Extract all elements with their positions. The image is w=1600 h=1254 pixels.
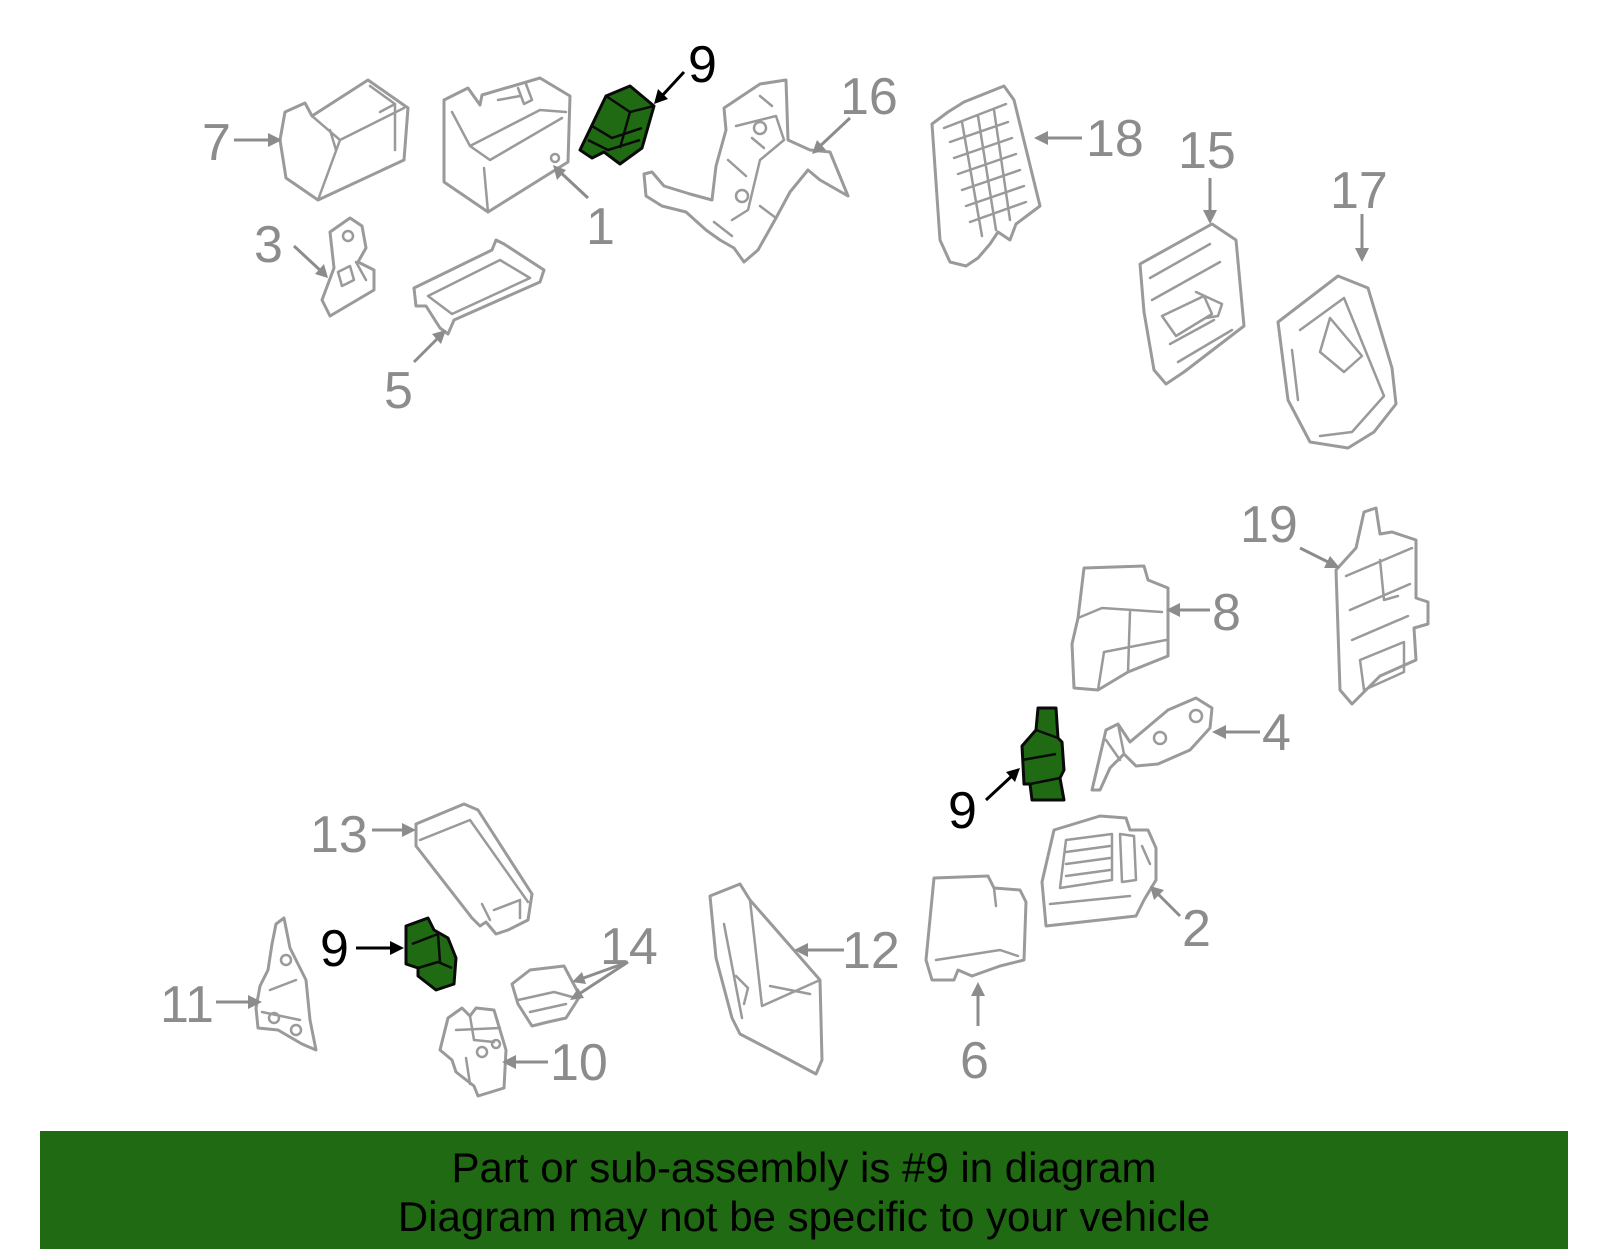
callout-13: 13 — [310, 806, 368, 864]
part-9-top — [578, 84, 656, 166]
part-8 — [1070, 564, 1170, 692]
part-13 — [414, 802, 534, 936]
callout-7: 7 — [202, 114, 231, 172]
part-9-left — [404, 916, 458, 992]
callout-14: 14 — [600, 918, 658, 976]
part-1 — [442, 76, 572, 214]
part-18 — [930, 84, 1042, 268]
banner-line-part: Part or sub-assembly is #9 in diagram — [451, 1144, 1157, 1191]
callout-3: 3 — [254, 216, 283, 274]
callout-12: 12 — [842, 922, 900, 980]
callout-4: 4 — [1262, 704, 1291, 762]
part-2 — [1040, 814, 1158, 928]
callout-15: 15 — [1178, 122, 1236, 180]
callout-10: 10 — [550, 1034, 608, 1092]
callout-2: 2 — [1182, 900, 1211, 958]
part-3 — [320, 216, 376, 318]
part-15 — [1138, 222, 1246, 386]
part-17 — [1276, 274, 1398, 450]
part-12 — [708, 882, 824, 1076]
part-6 — [924, 874, 1028, 982]
banner-line-disclaimer: Diagram may not be specific to your vehi… — [397, 1193, 1211, 1240]
callout-8: 8 — [1212, 584, 1241, 642]
callout-1: 1 — [586, 198, 615, 256]
callout-18: 18 — [1086, 110, 1144, 168]
part-11 — [254, 916, 318, 1052]
leader-lines — [216, 70, 1369, 1069]
callout-19: 19 — [1240, 496, 1298, 554]
part-19 — [1334, 506, 1430, 706]
callout-9-right: 9 — [948, 782, 977, 840]
part-16 — [642, 78, 850, 264]
callout-6: 6 — [960, 1032, 989, 1090]
part-5 — [412, 238, 546, 336]
notice-banner: Part or sub-assembly is #9 in diagram Di… — [40, 1131, 1568, 1249]
callout-17: 17 — [1330, 162, 1388, 220]
part-9-right — [1020, 706, 1066, 802]
callout-9-left: 9 — [320, 920, 349, 978]
callout-labels: 7 1 9 16 18 15 17 3 5 19 8 4 9 2 6 12 13… — [160, 36, 1388, 1092]
part-4 — [1090, 696, 1214, 792]
callout-9-top: 9 — [688, 36, 717, 94]
part-10 — [438, 1006, 508, 1098]
callout-11: 11 — [160, 976, 214, 1034]
callout-16: 16 — [840, 68, 898, 126]
callout-5: 5 — [384, 362, 413, 420]
part-7 — [278, 78, 410, 202]
part-14 — [510, 964, 582, 1028]
